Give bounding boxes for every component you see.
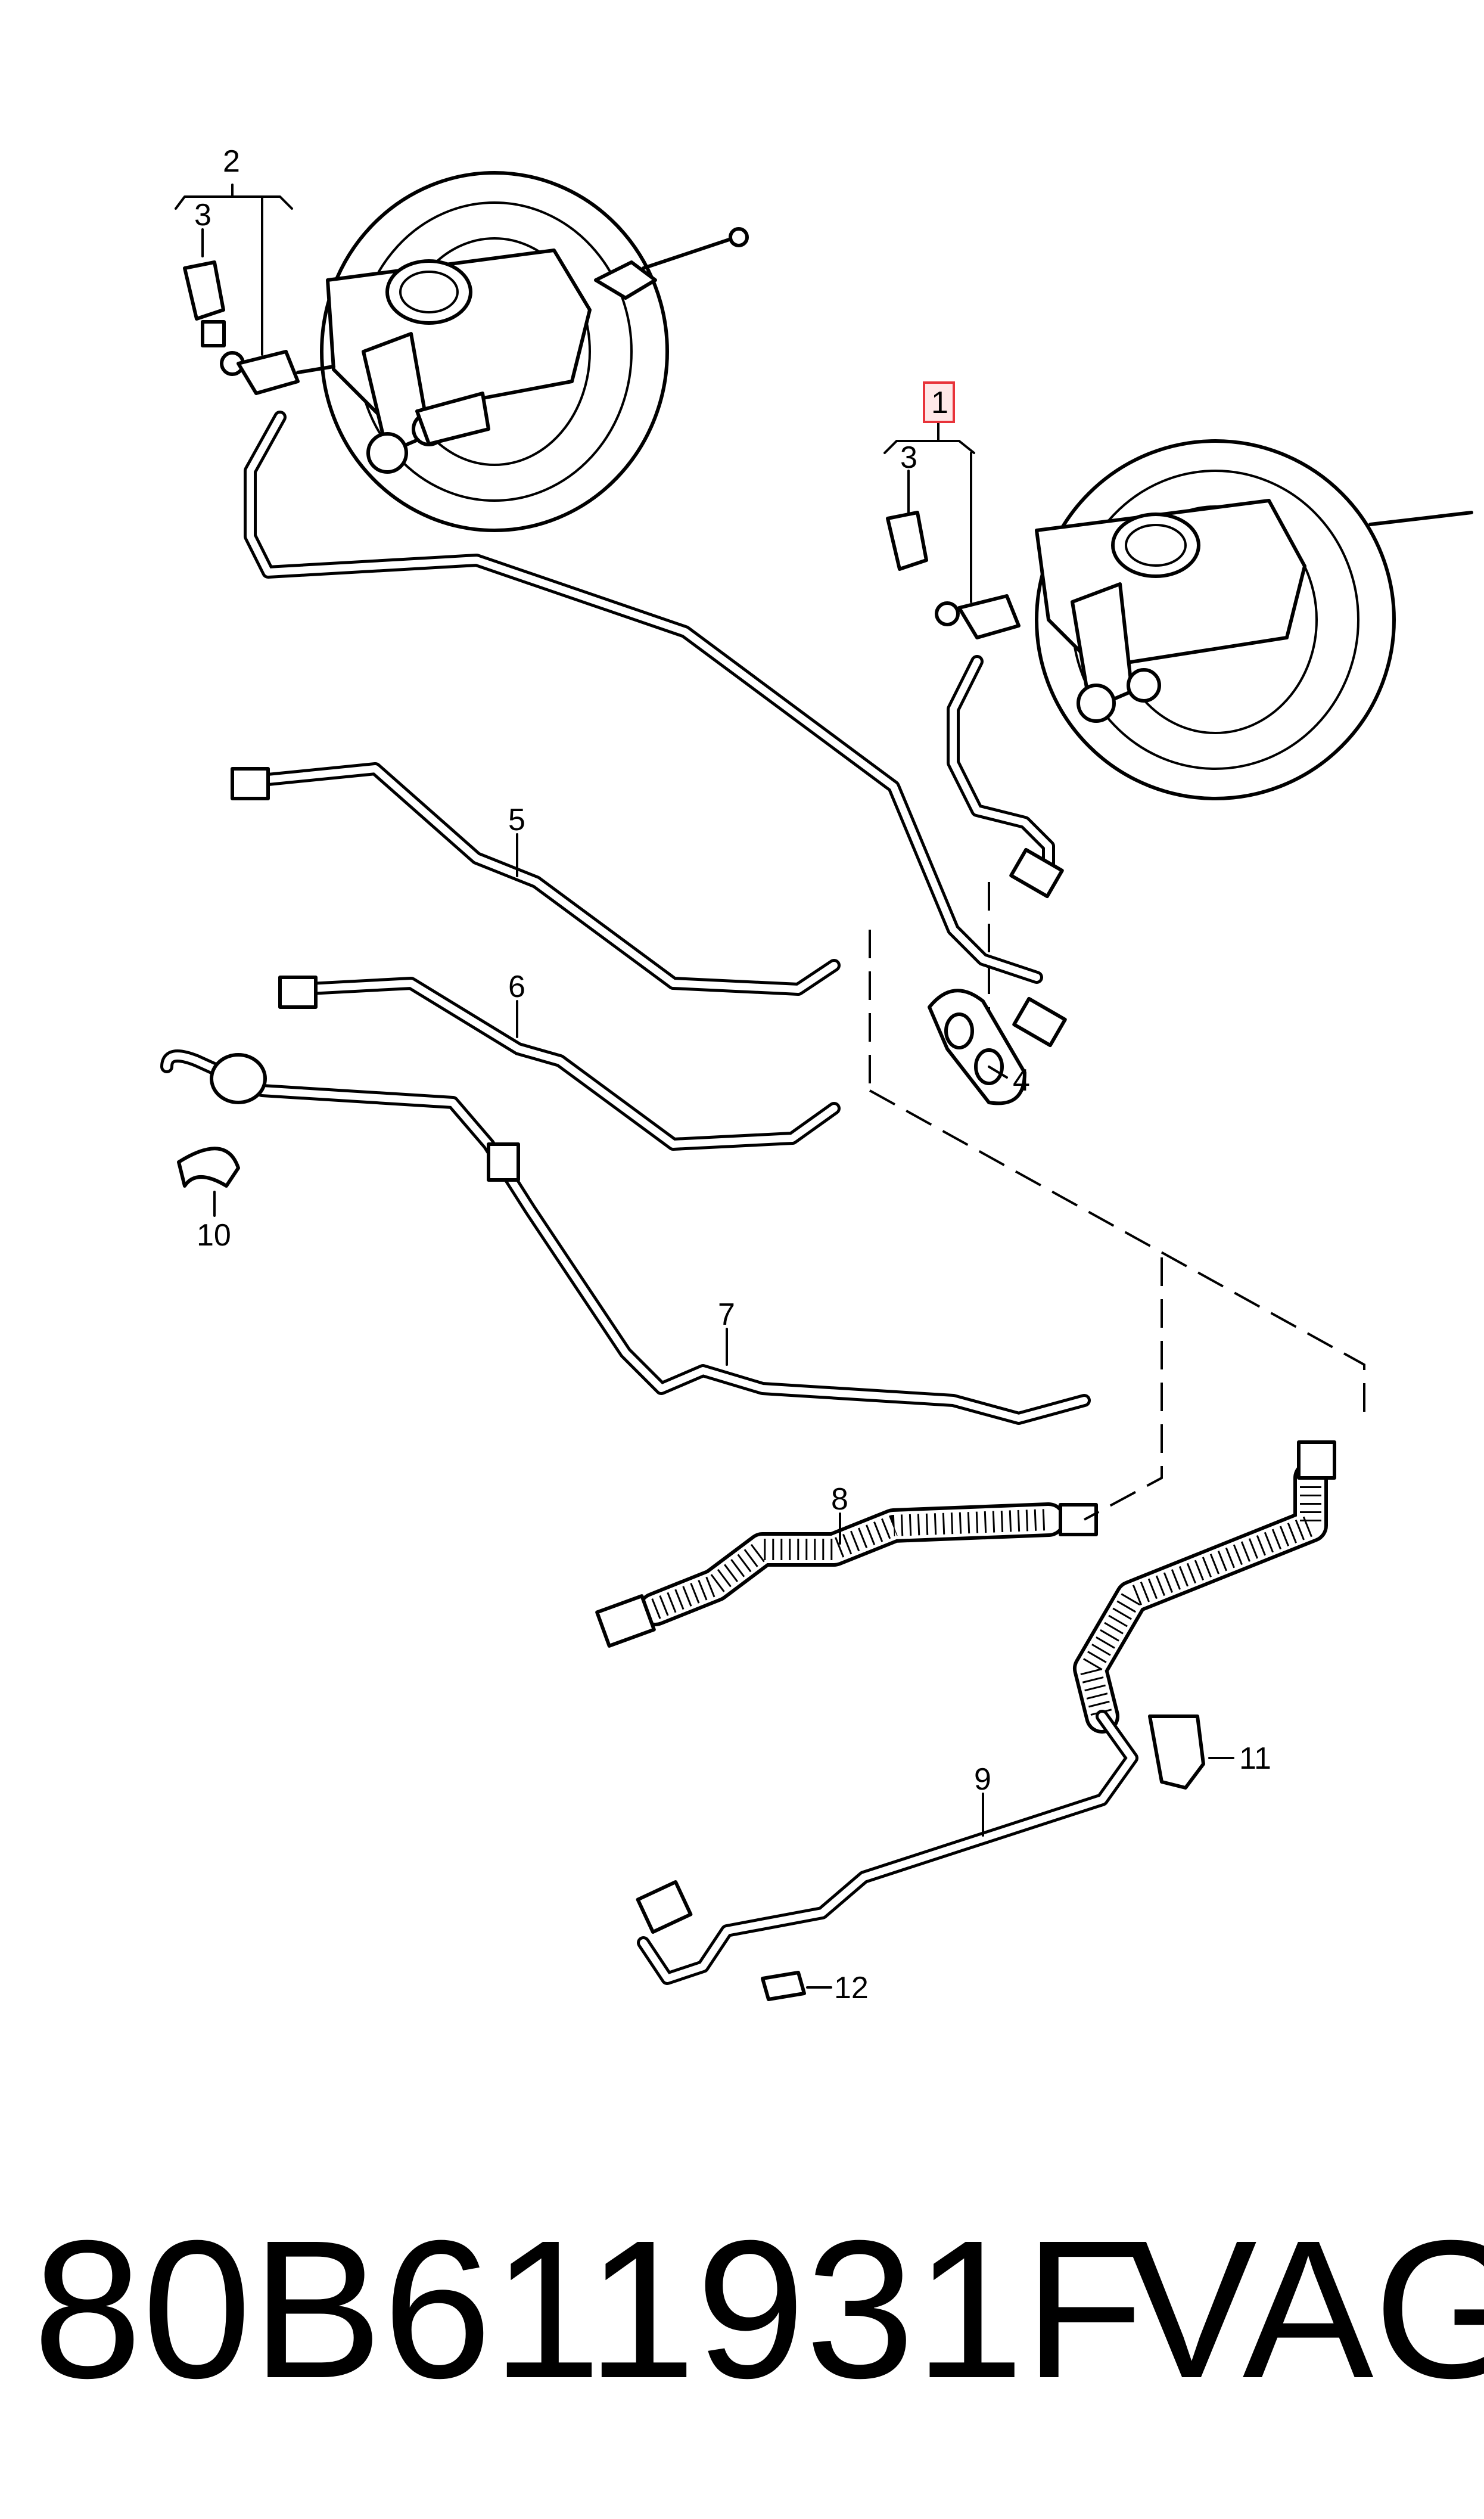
pipe-fitting	[1012, 996, 1067, 1048]
brand-label: VAG	[1126, 2199, 1484, 2419]
pipe-nut	[231, 767, 270, 800]
callout-9: 9	[974, 1762, 991, 1797]
callout-2: 2	[223, 144, 240, 179]
clip-part-12	[761, 1971, 806, 2001]
brake-pipe-right	[947, 655, 1055, 877]
pipe-sleeve	[487, 1142, 520, 1182]
callout-7: 7	[718, 1297, 735, 1332]
callout-1: 1	[931, 386, 948, 420]
callout-3-right: 3	[900, 440, 917, 475]
callout-4: 4	[1013, 1063, 1030, 1098]
master-cylinder-reservoir-upper-right	[1035, 499, 1306, 723]
pipe-nut	[210, 1053, 267, 1104]
clip-part-10	[177, 1147, 240, 1188]
grommet-part-4	[928, 989, 1026, 1105]
callout-1-highlight	[923, 381, 955, 423]
pipe-nut	[278, 976, 318, 1009]
callout-3-left: 3	[194, 198, 211, 232]
brake-hose-9	[636, 1440, 1336, 1985]
pressure-sensor-assembly-upper-left	[183, 260, 335, 395]
part-number-label: 80B611931F	[33, 2199, 1144, 2419]
callout-leaders	[175, 184, 1234, 1989]
brake-pipe-5	[250, 762, 841, 996]
brake-hose-8	[595, 1502, 1098, 1648]
callout-6: 6	[508, 970, 525, 1004]
callout-12: 12	[834, 1971, 869, 2005]
assembly-guide-lines	[869, 882, 1365, 1521]
brake-pipe-main	[244, 411, 1043, 984]
pipe-fitting	[1009, 847, 1064, 899]
callout-8: 8	[831, 1482, 848, 1517]
callout-5: 5	[508, 803, 525, 837]
pressure-sensor-assembly-upper-right	[886, 511, 1021, 639]
callout-10: 10	[197, 1218, 231, 1253]
master-cylinder-reservoir-upper-left	[326, 249, 592, 474]
bracket-part-11	[1148, 1714, 1205, 1790]
callout-11: 11	[1239, 1741, 1271, 1776]
